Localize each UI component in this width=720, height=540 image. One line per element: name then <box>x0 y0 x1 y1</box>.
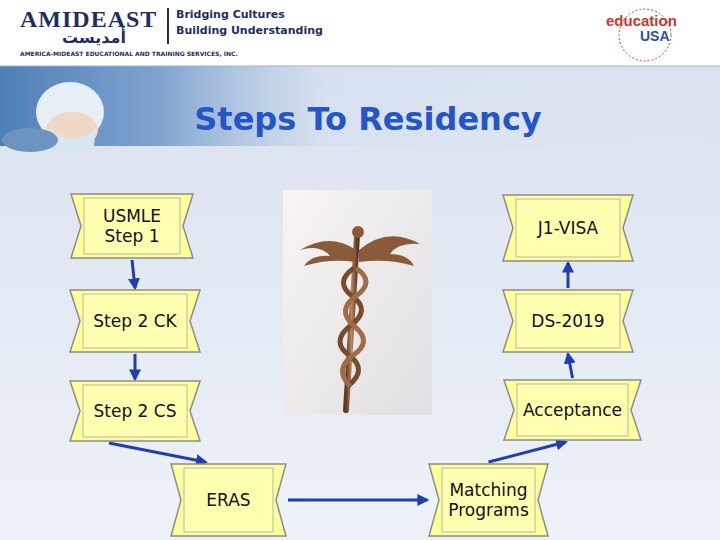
step-label: Step 2 CK <box>93 311 176 331</box>
step-label: Acceptance <box>523 400 622 420</box>
ribbon-shape <box>171 464 286 536</box>
ribbon-shape <box>503 195 633 261</box>
surgeon-picture <box>2 82 104 153</box>
ribbon-shape <box>70 381 200 441</box>
step-label: USMLE Step 1 <box>89 206 175 247</box>
flow-arrow <box>134 354 137 379</box>
step-ribbon: DS-2019 <box>503 290 633 352</box>
step-label: ERAS <box>206 490 250 510</box>
step-label: Step 2 CS <box>94 401 177 421</box>
surgeon-gown <box>2 128 58 152</box>
photo-band <box>0 66 720 146</box>
step-ribbon: USMLE Step 1 <box>71 194 193 258</box>
flow-arrow <box>132 260 135 288</box>
header-band <box>0 0 720 66</box>
snake <box>342 268 366 386</box>
ribbon-face <box>442 468 535 532</box>
ribbon-shape <box>429 464 548 536</box>
right-wing <box>359 236 420 266</box>
step-label: DS-2019 <box>531 311 604 331</box>
logo-name: education <box>606 12 677 29</box>
header-rule <box>0 66 720 67</box>
flow-arrow <box>568 354 573 378</box>
flow-arrow <box>567 263 570 288</box>
logo-tagline: Building Understanding <box>176 24 323 37</box>
step-label: Matching Programs <box>447 480 530 521</box>
caduceus-photo <box>283 190 432 415</box>
step-ribbon: Step 2 CK <box>70 290 200 352</box>
step-ribbon: ERAS <box>171 464 286 536</box>
logo-arabic: أمديست <box>62 28 126 47</box>
step-ribbon: J1-VISA <box>503 195 633 261</box>
ribbon-shape <box>71 194 193 258</box>
flow-arrow <box>489 442 566 462</box>
flow-arrow <box>109 443 206 462</box>
ribbon-face <box>84 198 180 254</box>
slide-title: Steps To Residency <box>194 100 541 138</box>
ribbon-face <box>517 384 628 436</box>
ribbon-face <box>83 385 187 437</box>
ribbon-face <box>184 468 273 532</box>
ribbon-shape <box>70 290 200 352</box>
photo-frame <box>283 190 432 415</box>
logo-tagline: Bridging Cultures <box>176 8 285 21</box>
step-label: J1-VISA <box>538 218 598 238</box>
ribbon-shape <box>503 290 633 352</box>
ribbon-shape <box>504 380 641 440</box>
ribbon-face <box>516 294 620 348</box>
staff-knob <box>352 226 364 238</box>
step-ribbon: Acceptance <box>504 380 641 440</box>
ribbon-face <box>516 199 620 257</box>
step-ribbon: Step 2 CS <box>70 381 200 441</box>
logo-name: USA <box>640 28 670 44</box>
step-ribbon: Matching Programs <box>429 464 548 536</box>
logo-subtitle: AMERICA-MIDEAST EDUCATIONAL AND TRAINING… <box>20 50 238 57</box>
ribbon-face <box>83 294 187 348</box>
flow-arrow <box>288 499 427 502</box>
left-wing <box>300 241 356 266</box>
logo-divider <box>167 8 169 44</box>
